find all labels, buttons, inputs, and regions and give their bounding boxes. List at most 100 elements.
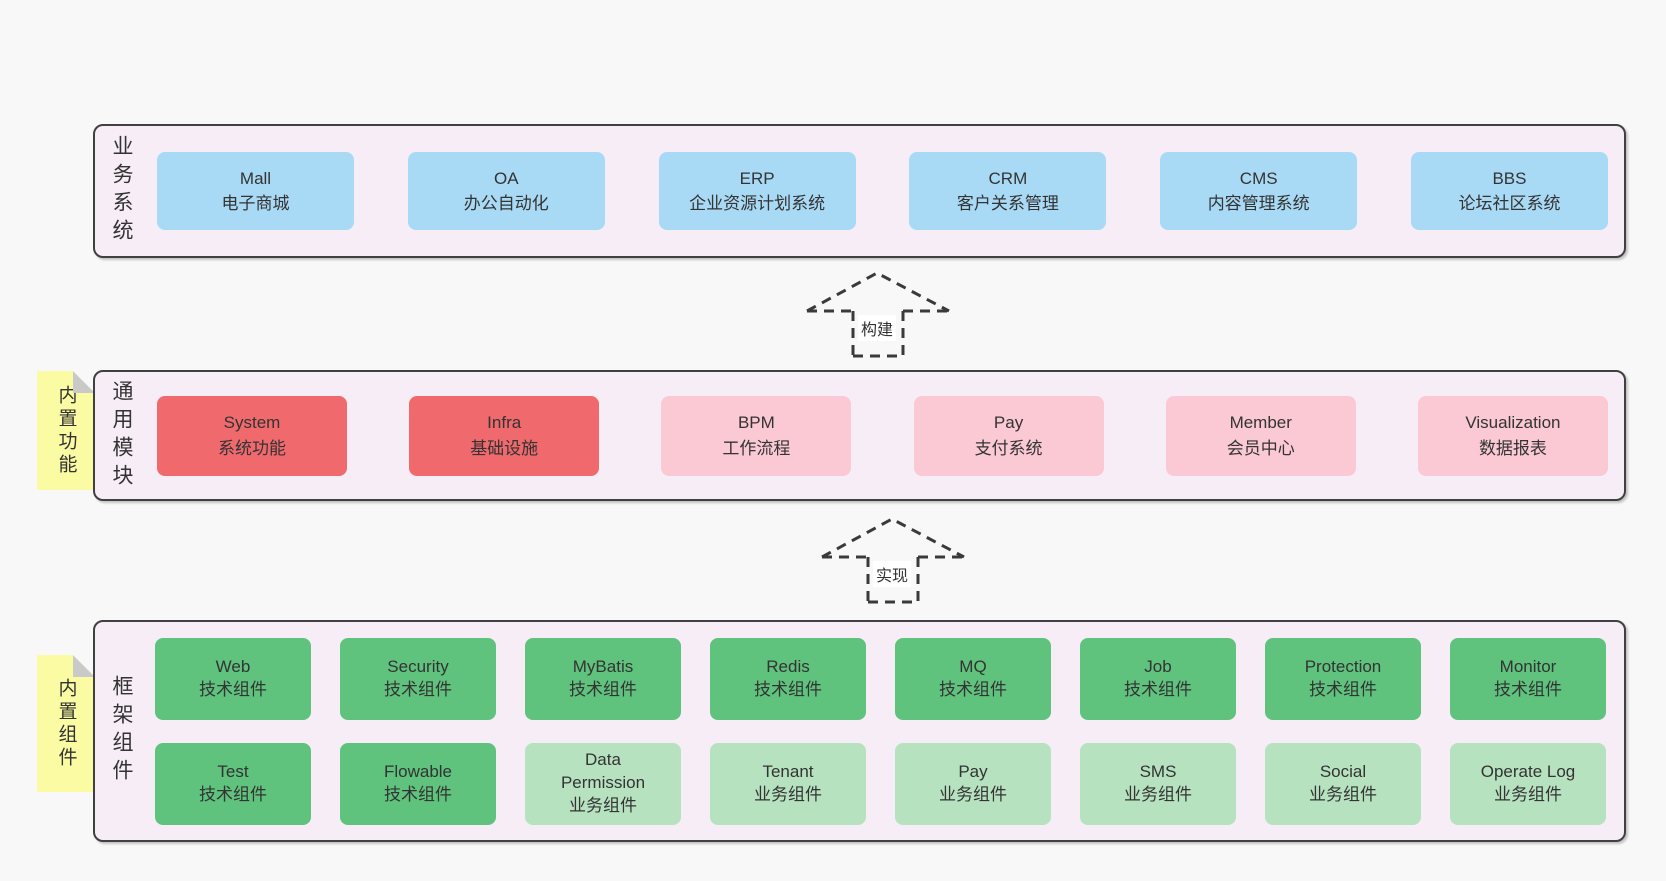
box-subtitle: 工作流程 <box>722 438 791 458</box>
box-infra: Infra 基础设施 <box>409 395 600 476</box>
box-pay-component: Pay 业务组件 <box>895 742 1051 825</box>
box-bpm: BPM 工作流程 <box>661 395 852 476</box>
box-bbs: BBS 论坛社区系统 <box>1410 152 1608 230</box>
box-title: Data Permission <box>560 750 646 793</box>
box-crm: CRM 客户关系管理 <box>909 152 1107 230</box>
sticky-note-built-in-components: 内置组件 <box>37 655 95 792</box>
box-subtitle: 会员中心 <box>1226 438 1295 458</box>
box-data-permission: Data Permission 业务组件 <box>525 742 681 825</box>
box-title: Visualization <box>1465 413 1561 432</box>
box-mall: Mall 电子商城 <box>157 152 354 230</box>
box-subtitle: 技术组件 <box>569 679 637 699</box>
box-subtitle: 办公自动化 <box>463 194 549 213</box>
box-title: MyBatis <box>572 656 634 676</box>
box-title: System <box>223 413 281 432</box>
box-title: CMS <box>1239 168 1278 188</box>
box-operate-log: Operate Log 业务组件 <box>1450 742 1606 825</box>
box-protection: Protection 技术组件 <box>1265 637 1421 720</box>
box-title: Redis <box>766 656 810 676</box>
build-arrow-label: 构建 <box>857 315 897 341</box>
box-social: Social 业务组件 <box>1265 742 1421 825</box>
box-cms: CMS 内容管理系统 <box>1160 152 1358 230</box>
box-title: Protection <box>1304 656 1382 676</box>
box-subtitle: 业务组件 <box>1494 784 1562 804</box>
box-subtitle: 客户关系管理 <box>956 194 1059 213</box>
up-arrow-outline-icon <box>806 271 950 358</box>
box-subtitle: 数据报表 <box>1478 438 1547 458</box>
box-tenant: Tenant 业务组件 <box>710 742 866 825</box>
box-subtitle: 技术组件 <box>754 679 822 699</box>
box-monitor: Monitor 技术组件 <box>1450 637 1606 720</box>
common-modules-box-row: System 系统功能 Infra 基础设施 BPM 工作流程 Pay 支付系统… <box>141 372 1624 499</box>
box-sms: SMS 业务组件 <box>1080 742 1236 825</box>
framework-components-grid: Web 技术组件 Security 技术组件 MyBatis 技术组件 Redi… <box>141 622 1624 840</box>
box-title: Flowable <box>383 761 453 781</box>
box-title: Web <box>215 656 251 676</box>
section-label-business-systems: 业务系统 <box>110 135 133 247</box>
box-subtitle: 业务组件 <box>754 784 822 804</box>
box-subtitle: 电子商城 <box>221 194 290 213</box>
box-subtitle: 支付系统 <box>974 438 1043 458</box>
box-subtitle: 企业资源计划系统 <box>689 194 826 213</box>
box-oa: OA 办公自动化 <box>407 152 605 230</box>
box-subtitle: 系统功能 <box>218 438 286 458</box>
box-security: Security 技术组件 <box>340 637 496 720</box>
box-title: Social <box>1319 761 1367 781</box>
box-title: Tenant <box>762 761 814 781</box>
section-framework-components: 框架组件 Web 技术组件 Security 技术组件 MyBatis 技术组件… <box>93 620 1626 842</box>
box-title: Operate Log <box>1480 761 1576 781</box>
box-erp: ERP 企业资源计划系统 <box>658 152 856 230</box>
box-subtitle: 技术组件 <box>1309 679 1377 699</box>
box-title: BBS <box>1492 168 1527 188</box>
box-title: Test <box>217 761 249 781</box>
box-subtitle: 技术组件 <box>199 784 267 804</box>
up-arrow-outline-icon <box>821 517 965 604</box>
implement-arrow-label: 实现 <box>872 561 912 587</box>
box-title: Mall <box>239 168 272 188</box>
box-title: Infra <box>487 413 522 432</box>
box-title: Monitor <box>1499 656 1557 676</box>
box-redis: Redis 技术组件 <box>710 637 866 720</box>
box-subtitle: 业务组件 <box>1309 784 1377 804</box>
box-pay-module: Pay 支付系统 <box>913 395 1104 476</box>
section-business-systems: 业务系统 Mall 电子商城 OA 办公自动化 ERP 企业资源计划系统 CRM… <box>93 124 1626 258</box>
box-flowable: Flowable 技术组件 <box>340 742 496 825</box>
box-mybatis: MyBatis 技术组件 <box>525 637 681 720</box>
section-label-common-modules: 通用模块 <box>110 379 133 492</box>
box-subtitle: 基础设施 <box>470 438 539 458</box>
sticky-note-text: 内置组件 <box>55 677 77 770</box>
box-title: Job <box>1144 656 1172 676</box>
box-subtitle: 业务组件 <box>569 795 637 815</box>
box-title: Pay <box>993 413 1024 432</box>
box-visualization: Visualization 数据报表 <box>1417 395 1608 476</box>
box-title: OA <box>494 168 519 188</box>
box-system: System 系统功能 <box>157 395 347 476</box>
box-title: MQ <box>959 656 987 676</box>
box-title: BPM <box>737 413 775 432</box>
box-subtitle: 技术组件 <box>1494 679 1562 699</box>
box-subtitle: 技术组件 <box>384 784 452 804</box>
box-mq: MQ 技术组件 <box>895 637 1051 720</box>
box-web: Web 技术组件 <box>155 637 311 720</box>
box-member: Member 会员中心 <box>1165 395 1356 476</box>
build-arrow: 构建 <box>802 269 952 361</box>
box-subtitle: 技术组件 <box>939 679 1007 699</box>
folded-corner-icon <box>73 371 95 393</box>
box-title: CRM <box>988 168 1028 188</box>
box-subtitle: 业务组件 <box>939 784 1007 804</box>
box-title: Security <box>387 656 449 676</box>
implement-arrow: 实现 <box>817 515 967 607</box>
box-job: Job 技术组件 <box>1080 637 1236 720</box>
box-subtitle: 技术组件 <box>199 679 267 699</box>
box-test: Test 技术组件 <box>155 742 311 825</box>
box-subtitle: 技术组件 <box>1124 679 1192 699</box>
box-subtitle: 业务组件 <box>1124 784 1192 804</box>
box-title: ERP <box>739 168 775 188</box>
box-title: Member <box>1229 413 1292 432</box>
box-title: SMS <box>1139 761 1177 781</box>
box-subtitle: 内容管理系统 <box>1207 194 1310 213</box>
box-subtitle: 论坛社区系统 <box>1458 194 1561 213</box>
sticky-note-built-in-features: 内置功能 <box>37 371 95 490</box>
sticky-note-text: 内置功能 <box>55 384 77 477</box>
